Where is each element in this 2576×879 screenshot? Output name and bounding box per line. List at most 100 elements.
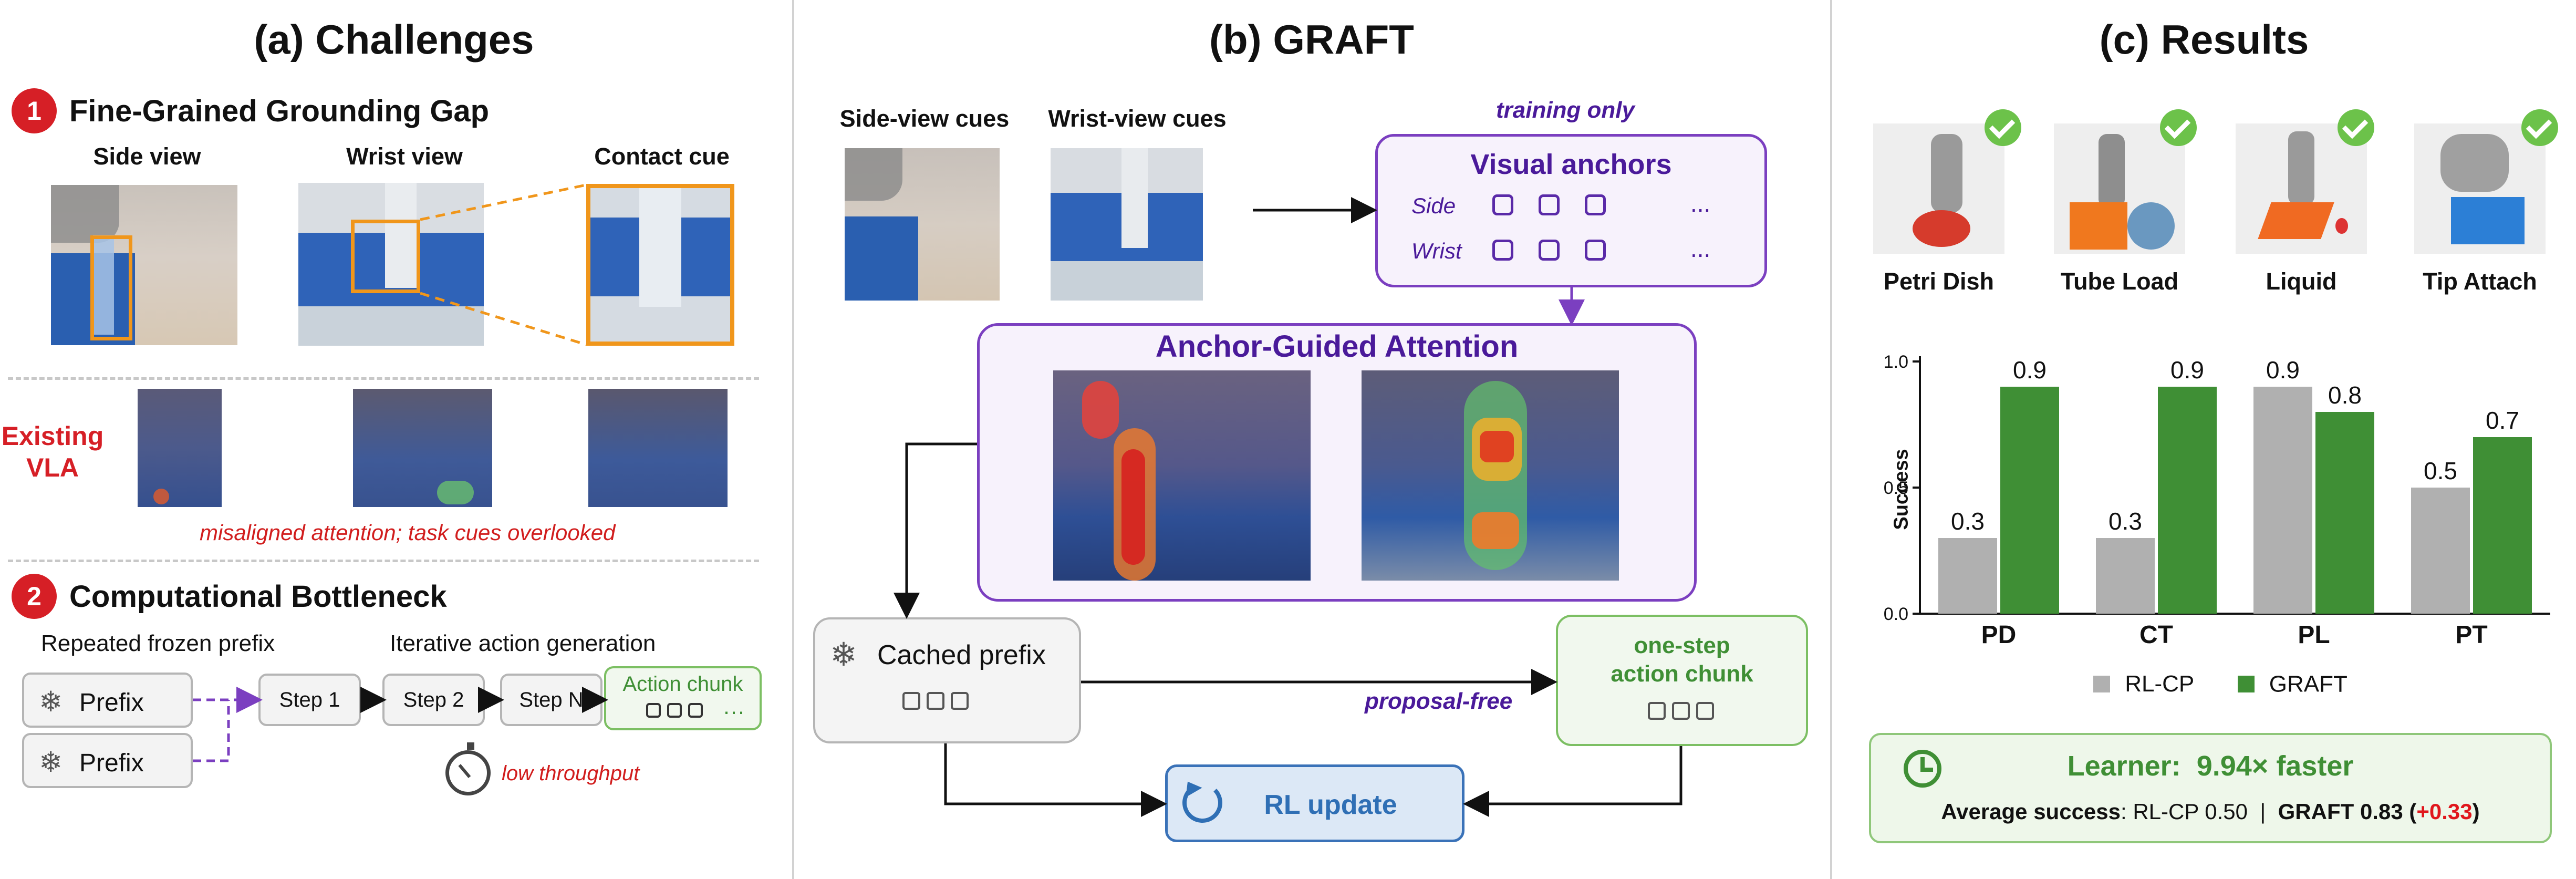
average-success-graft: GRAFT 0.83 [2278,799,2403,824]
y-tick-label: 0.5 [1884,478,1908,498]
rl-update-label: RL update [1264,790,1397,820]
low-throughput-note: low throughput [502,762,640,785]
separator-left [792,0,794,879]
side-view-cue-image [845,148,1000,301]
wrist-view-image [298,183,484,346]
contact-cue-frame [586,184,734,346]
check-icon [2160,109,2197,146]
action-chunk-ellipsis: ··· [723,699,745,723]
callout-line-bottom [420,292,587,346]
data-label-rl-cp-ct: 0.3 [2108,508,2142,535]
x-tick-label-pd: PD [1981,621,2017,649]
data-label-rl-cp-pl: 0.9 [2266,356,2300,384]
learner-value: 9.94× faster [2196,750,2354,782]
action-to-rl-update-arrow [1463,746,1682,817]
bar-rl-cp-ct [2096,538,2155,614]
legend-label-graft: GRAFT [2269,671,2348,697]
summary-box: Learner: 9.94× faster Average success: R… [1869,733,2552,843]
legend: RL-CP GRAFT [2093,670,2348,697]
x-tick-label-ct: CT [2139,621,2173,649]
training-only-label: training only [1496,97,1635,123]
label-side-view: Side view [93,143,201,170]
x-tick-label-pl: PL [2298,621,2330,649]
task-image-tip-attach [2414,123,2546,254]
section-2-badge: 2 [12,574,57,619]
wrist-view-cues-label: Wrist-view cues [1048,105,1227,132]
step-n-label: Step N [519,688,584,711]
average-success-separator: | [2260,799,2266,824]
cached-prefix-label: Cached prefix [877,640,1046,670]
legend-swatch-rl-cp [2093,676,2110,693]
average-success-paren-open: ( [2409,799,2417,824]
data-label-graft-pt: 0.7 [2486,407,2519,434]
section-1-badge: 1 [12,88,57,133]
legend-swatch-graft [2237,676,2255,693]
contact-cue-image [589,186,731,344]
data-label-rl-cp-pt: 0.5 [2424,457,2457,484]
task-label-petri-dish: Petri Dish [1883,268,1995,295]
check-icon [2521,109,2558,146]
visual-anchors-box: Visual anchors Side ... Wrist ... [1375,134,1767,287]
stopwatch-icon [445,742,491,795]
anchor-row-side-dots: ... [1690,190,1711,217]
anchor-row-side-label: Side [1411,193,1456,218]
x-tick-label-pt: PT [2455,621,2487,649]
rl-update-box: RL update [1165,764,1464,842]
proposal-free-label: proposal-free [1365,688,1513,714]
iterative-generation-label: Iterative action generation [390,630,656,656]
bar-graft-pl [2315,412,2374,614]
y-tick-label: 1.0 [1884,352,1908,372]
prefix-box-2: ❄ Prefix [22,733,193,788]
learner-timer-icon [1904,750,1941,788]
refresh-icon [1182,783,1222,823]
task-label-liquid: Liquid [2266,268,2337,295]
bar-graft-pt [2473,437,2532,614]
callout-line-top [420,183,587,221]
cached-prefix-tokens [899,692,972,712]
task-image-liquid [2236,123,2367,254]
legend-label-rl-cp: RL-CP [2125,671,2195,697]
average-success-paren-close: ) [2472,799,2480,824]
step-2-label: Step 2 [403,688,464,711]
y-tick-label: 0.0 [1884,604,1908,624]
average-success-rl: : RL-CP 0.50 [2121,799,2248,824]
success-bar-chart: 0.00.51.00.30.9PD0.30.9CT0.90.8PL0.50.7P… [1884,352,2550,649]
prefix-box-1: ❄ Prefix [22,673,193,728]
data-label-graft-ct: 0.9 [2170,356,2204,384]
separator-right [1830,0,1832,879]
cached-prefix-to-rl-update-arrow [944,743,1167,817]
wrist-view-highlight-box [351,220,420,293]
one-step-action-chunk-box: one-step action chunk [1556,615,1808,746]
data-label-rl-cp-pd: 0.3 [1951,508,1985,535]
panel-c-title: (c) Results [2099,16,2309,63]
anchor-attention-title: Anchor-Guided Attention [1155,329,1519,364]
anchor-row-wrist-tokens [1492,240,1606,263]
task-label-tube-load: Tube Load [2060,268,2179,295]
anchor-row-wrist-dots: ... [1690,235,1711,262]
repeated-prefix-label: Repeated frozen prefix [41,630,275,656]
wrist-attention-heatmap [1362,370,1619,581]
attention-to-cached-prefix-arrow [894,442,977,619]
anchor-row-side-tokens [1492,194,1606,218]
divider-a-1 [8,377,759,380]
task-label-tip-attach: Tip Attach [2423,268,2537,295]
one-step-label-1: one-step [1634,633,1730,658]
side-view-highlight-box [90,235,132,340]
bar-rl-cp-pt [2411,488,2470,614]
snowflake-icon: ❄ [39,686,63,718]
section-1-title: Fine-Grained Grounding Gap [69,94,490,128]
prefix-label-2: Prefix [79,749,144,777]
label-wrist-view: Wrist view [346,143,463,170]
cached-prefix-box: ❄ Cached prefix [813,617,1081,743]
prefix-label-1: Prefix [79,689,144,717]
side-attention-heatmap [1053,370,1311,581]
bar-graft-pd [2000,387,2059,614]
section-2-title: Computational Bottleneck [69,580,447,614]
side-view-cues-label: Side-view cues [839,105,1010,132]
misaligned-note: misaligned attention; task cues overlook… [200,520,616,545]
check-icon [2338,109,2374,146]
existing-vla-side-attention [138,389,222,507]
existing-vla-line-2: VLA [26,453,79,482]
bar-graft-ct [2158,387,2217,614]
